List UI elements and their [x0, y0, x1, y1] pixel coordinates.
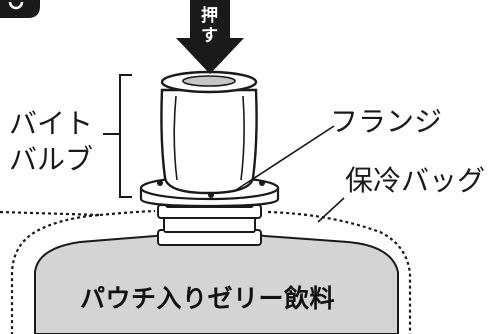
bite-valve [160, 70, 258, 195]
cooler-bag-leader-line [317, 197, 345, 223]
bite-valve-label-line1: バイト [9, 107, 94, 140]
step-badge-icon [0, 0, 40, 18]
cooler-bag-label: 保冷バッグ [345, 164, 486, 197]
flange-leader-line [235, 125, 335, 191]
push-label-bottom: す [201, 26, 218, 46]
bite-valve-bracket [119, 74, 132, 198]
push-arrow-icon [176, 0, 244, 74]
flange-label: フランジ [330, 105, 443, 138]
push-label-top: 押 [201, 6, 218, 26]
bite-valve-label-line2: バルブ [9, 143, 94, 176]
cooler-bag-outline [0, 210, 101, 334]
pouch-label: パウチ入りゼリー飲料 [80, 284, 336, 313]
cooler-bag-outline-right [267, 210, 412, 334]
